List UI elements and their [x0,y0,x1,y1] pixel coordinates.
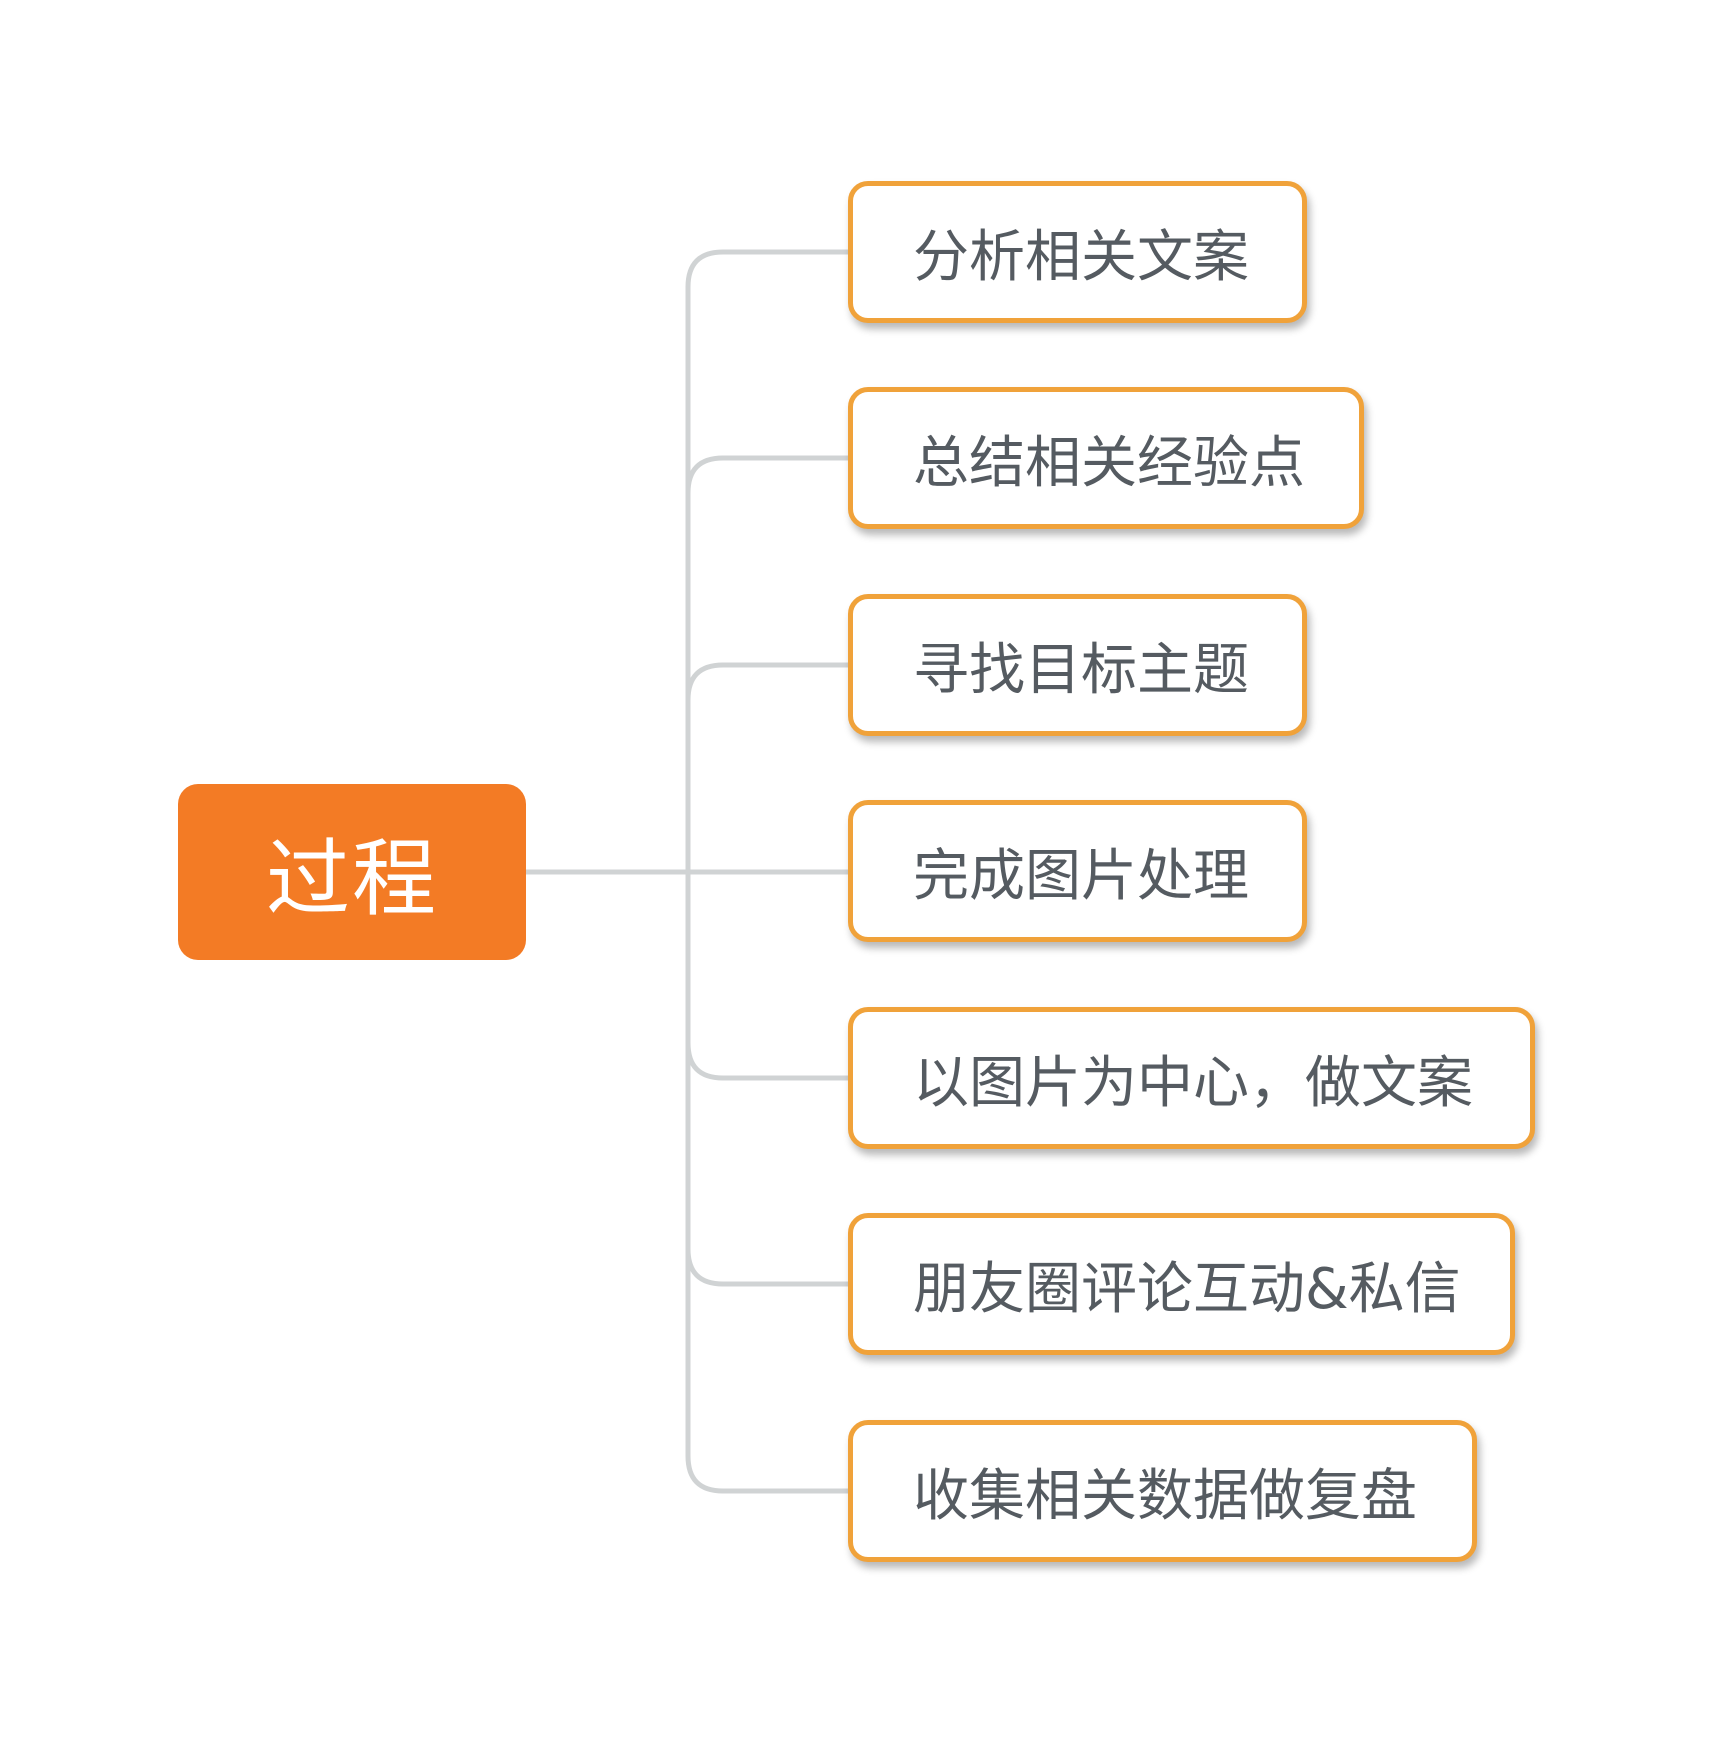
child-node-moments-interaction[interactable]: 朋友圈评论互动&私信 [848,1213,1515,1355]
child-node-image-centered-copy[interactable]: 以图片为中心，做文案 [848,1007,1535,1149]
child-node-analyze-copy[interactable]: 分析相关文案 [848,181,1307,323]
connector-branch-0 [685,249,848,872]
root-node[interactable]: 过程 [178,784,526,960]
child-node-label: 朋友圈评论互动&私信 [913,1256,1461,1322]
child-node-label: 以图片为中心，做文案 [913,1050,1473,1116]
child-node-image-processing[interactable]: 完成图片处理 [848,800,1307,942]
child-node-label: 总结相关经验点 [913,430,1305,496]
child-node-data-review[interactable]: 收集相关数据做复盘 [848,1420,1477,1562]
child-node-label: 寻找目标主题 [913,637,1249,703]
child-node-label: 收集相关数据做复盘 [913,1463,1417,1529]
root-node-label: 过程 [265,829,438,928]
child-node-label: 分析相关文案 [913,224,1249,290]
connector-branch-6 [685,872,848,1494]
child-node-label: 完成图片处理 [913,843,1249,909]
child-node-summarize-experience[interactable]: 总结相关经验点 [848,387,1364,529]
child-node-find-topic[interactable]: 寻找目标主题 [848,594,1307,736]
connector-branch-2 [685,662,848,872]
connector-branch-4 [685,872,848,1081]
connector-branch-1 [685,455,848,872]
